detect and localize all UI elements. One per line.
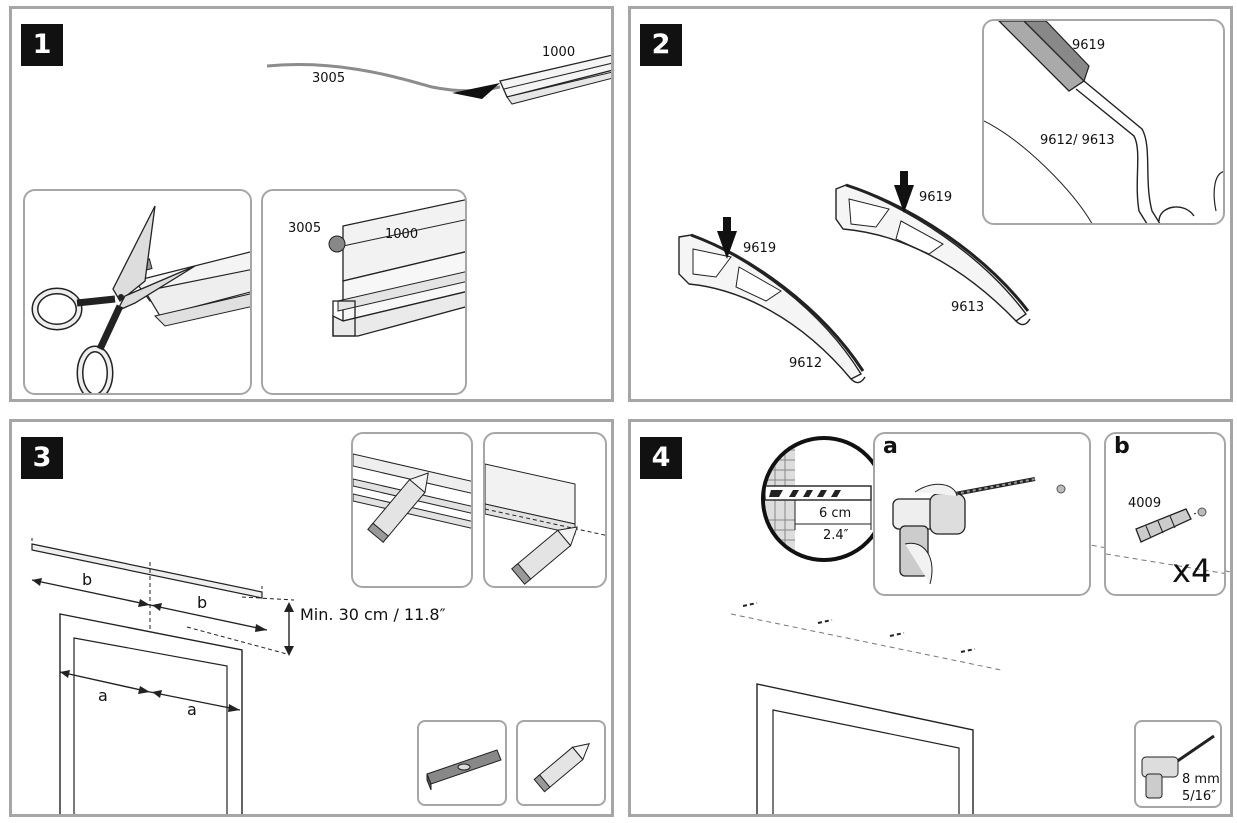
label-detail-wire: 3005 bbox=[288, 221, 322, 236]
label-b-left: b bbox=[82, 570, 93, 589]
label-bit-in: 5/16″ bbox=[1182, 789, 1217, 804]
step-2-drawing bbox=[678, 171, 1031, 384]
step-3-panel: 3 b b a a Min. 30 cm / 11.8″ bbox=[9, 419, 614, 817]
label-a-left: a bbox=[98, 686, 108, 705]
label-detail-brackets: 9612/ 9613 bbox=[1040, 133, 1115, 148]
step-number: 4 bbox=[640, 437, 682, 479]
step-3-drawing bbox=[31, 538, 295, 814]
wall-section-drawing bbox=[765, 440, 872, 558]
step-1-drawing bbox=[266, 54, 611, 105]
label-detail-seal: 9619 bbox=[1072, 38, 1106, 53]
drill-bit-inset: 8 mm 5/16″ bbox=[1134, 720, 1222, 808]
label-a-right: a bbox=[187, 700, 197, 719]
label-depth-in: 2.4″ bbox=[823, 528, 849, 543]
level-tool-inset bbox=[417, 720, 507, 806]
label-inset-b: b bbox=[1114, 434, 1130, 459]
label-seal-left: 9619 bbox=[743, 241, 777, 256]
label-min-height: Min. 30 cm / 11.8″ bbox=[300, 605, 446, 624]
depth-magnifier: 6 cm 2.4″ bbox=[761, 436, 887, 562]
label-bracket-left: 9612 bbox=[789, 356, 823, 371]
label-rail: 1000 bbox=[542, 45, 576, 60]
rail-profile-inset: 3005 1000 bbox=[261, 189, 467, 395]
step-2-panel: 2 9619 9619 9612 9613 9619 9612/ bbox=[628, 6, 1233, 402]
pencil-mark-drawing bbox=[353, 453, 471, 543]
label-b-right: b bbox=[197, 593, 208, 612]
step-1-panel: 1 3005 1000 bbox=[9, 6, 614, 402]
label-dowel: 4009 bbox=[1128, 496, 1162, 511]
drilling-inset: a bbox=[873, 432, 1091, 596]
scissors-icon bbox=[31, 205, 250, 393]
step-number: 3 bbox=[21, 437, 63, 479]
step-4-panel: 4 bbox=[628, 419, 1233, 817]
label-inset-a: a bbox=[883, 434, 898, 459]
pencil-mark-inset bbox=[351, 432, 473, 588]
label-depth-cm: 6 cm bbox=[819, 506, 852, 521]
label-bit-mm: 8 mm bbox=[1182, 772, 1220, 787]
step-number: 1 bbox=[21, 24, 63, 66]
label-wire: 3005 bbox=[312, 71, 346, 86]
label-seal-right: 9619 bbox=[919, 190, 953, 205]
pencil-line-inset bbox=[483, 432, 607, 588]
scissors-inset bbox=[23, 189, 252, 395]
pencil-tool-inset bbox=[516, 720, 606, 806]
pencil-icon bbox=[533, 743, 590, 793]
spirit-level-icon bbox=[426, 749, 502, 791]
seal-detail-drawing bbox=[984, 21, 1223, 223]
drill-bit-icon bbox=[1141, 734, 1215, 799]
rail-profile-drawing bbox=[328, 199, 465, 337]
label-detail-rail: 1000 bbox=[385, 227, 419, 242]
dowel-inset: b 4009 x4 bbox=[1104, 432, 1226, 596]
label-quantity: x4 bbox=[1172, 552, 1212, 590]
drill-icon bbox=[892, 477, 1066, 585]
seal-detail-inset: 9619 9612/ 9613 bbox=[982, 19, 1225, 225]
wall-plug-icon bbox=[1106, 507, 1224, 574]
step-number: 2 bbox=[640, 24, 682, 66]
pencil-line-drawing bbox=[485, 463, 605, 585]
label-bracket-right: 9613 bbox=[951, 300, 985, 315]
